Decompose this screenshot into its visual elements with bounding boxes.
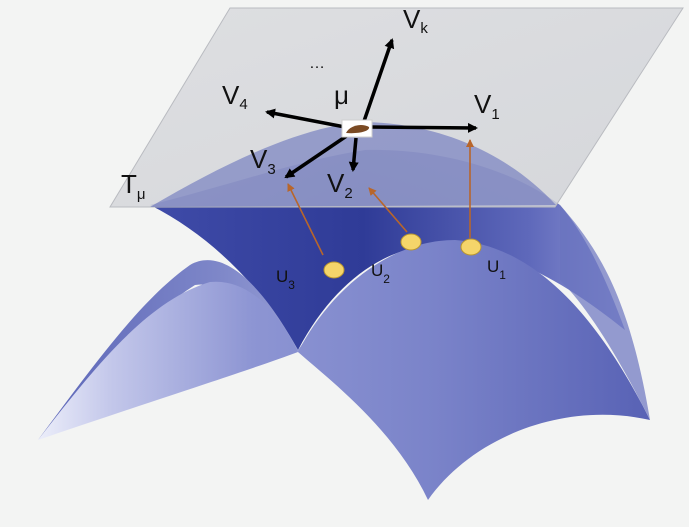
manifold-right-flank xyxy=(560,205,650,420)
point-u3 xyxy=(323,261,345,279)
vector-vk xyxy=(360,38,395,128)
ellipsis-label: … xyxy=(309,55,325,72)
vector-v2 xyxy=(348,137,359,172)
manifold-main-peak xyxy=(38,240,650,500)
mean-label: μ xyxy=(334,80,349,110)
vector-v1 xyxy=(369,122,478,133)
vector-v3 xyxy=(284,133,349,179)
vector-v4-label: V4 xyxy=(222,80,248,113)
manifold-points xyxy=(323,233,482,279)
vector-v2-label: V2 xyxy=(327,168,353,202)
point-u2-label: U2 xyxy=(371,261,390,286)
point-u1-label: U1 xyxy=(487,257,506,282)
log-map-arrows xyxy=(287,139,474,256)
mu-marker xyxy=(341,119,373,138)
vector-v3-label: V3 xyxy=(250,144,276,178)
point-u1 xyxy=(460,238,482,256)
tangent-vectors xyxy=(265,38,478,179)
point-u2 xyxy=(400,233,422,251)
log-arrow-u2 xyxy=(368,187,408,233)
point-u3-label: U3 xyxy=(276,267,295,292)
tangent-space-label: Tμ xyxy=(121,169,146,203)
log-arrow-u3 xyxy=(287,183,324,256)
vector-v4 xyxy=(265,108,351,130)
vector-vk-label: Vk xyxy=(403,4,428,37)
vector-v1-label: V1 xyxy=(474,89,500,123)
